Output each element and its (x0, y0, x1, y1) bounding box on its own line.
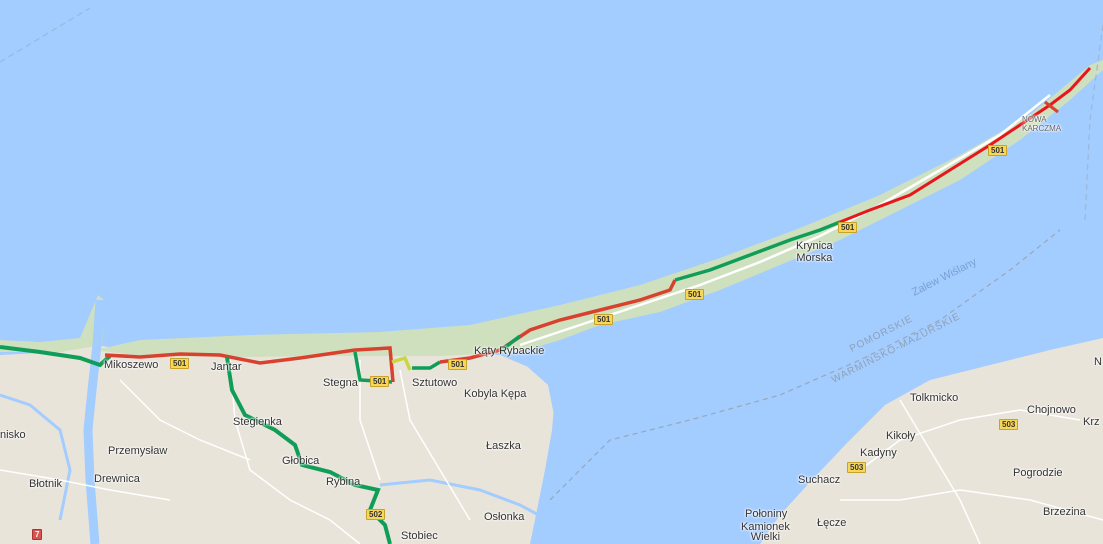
route-red-nowa-karczma (1044, 100, 1059, 114)
boundary-east (1084, 24, 1103, 221)
route-red-main (104, 346, 395, 383)
road-shield: 503 (999, 419, 1019, 430)
place-label: Połoniny (745, 508, 788, 520)
road-local-5 (119, 379, 251, 461)
road-east-3 (899, 399, 981, 544)
place-label: Kąty Rybackie (474, 345, 545, 357)
place-label: Chojnowo (1027, 404, 1076, 416)
place-label: nisko (0, 429, 26, 441)
place-label: Stegna (323, 377, 358, 389)
place-label: Rybina (326, 476, 361, 488)
road-local-1 (229, 359, 361, 544)
place-label: Sztutowo (412, 377, 458, 389)
place-label: Brzezina (1043, 506, 1086, 518)
place-label: Osłonka (484, 511, 525, 523)
road-shield: 501 (594, 314, 614, 325)
place-label: Mikoszewo (104, 359, 159, 371)
place-label: Kadyny (860, 447, 897, 459)
place-label: Łaszka (486, 440, 521, 452)
route-green-spit (498, 220, 841, 354)
lagoon-area (520, 70, 1103, 544)
place-label: Kobyla Kępa (464, 388, 527, 400)
place-label: Stobiec (401, 530, 438, 542)
place-label: Błotnik (29, 478, 63, 490)
place-label: Przemysław (108, 445, 168, 457)
route-red-katy (439, 279, 677, 364)
place-label: Drewnica (94, 473, 140, 485)
road-shield: 502 (366, 509, 386, 520)
road-shield: 501 (838, 222, 858, 233)
route-green-sztutowo (412, 360, 441, 370)
road-east-1 (859, 409, 1081, 471)
place-label: Głobica (282, 455, 320, 467)
route-yellow (391, 355, 412, 371)
place-label: Krz (1083, 416, 1100, 428)
place-label: Suchacz (798, 474, 841, 486)
place-label: Pogrodzie (1013, 467, 1063, 479)
place-label: Stegienka (233, 416, 282, 428)
mainland-south (0, 345, 555, 544)
road-shield: 7 (32, 529, 43, 540)
road-shield: 501 (448, 359, 468, 370)
road-shield: 501 (170, 358, 190, 369)
vistula-spit (95, 60, 1103, 357)
place-label: Kikoły (886, 430, 916, 442)
road-local-4 (0, 469, 171, 501)
road-shield: 501 (370, 376, 390, 387)
small-place-label: NOWA KARCZMA (1022, 115, 1062, 133)
road-shield: 501 (685, 289, 705, 300)
road-east-2 (840, 489, 1103, 521)
boundary-north (0, 7, 91, 63)
road-shield: 501 (988, 145, 1008, 156)
place-label: Kamionek Wielki (741, 521, 790, 543)
vistula-river (83, 299, 105, 544)
route-green-west (0, 345, 112, 368)
river-east (379, 478, 549, 522)
place-label: N (1094, 356, 1102, 368)
road-local-3 (399, 369, 471, 521)
river-branch (0, 393, 72, 521)
mainland-east (760, 338, 1103, 544)
road-shield: 503 (847, 462, 867, 473)
place-label: Krynica Morska (796, 240, 833, 264)
place-label: Jantar (211, 361, 242, 373)
place-label: Tolkmicko (910, 392, 959, 404)
place-label: Łęcze (817, 517, 847, 529)
